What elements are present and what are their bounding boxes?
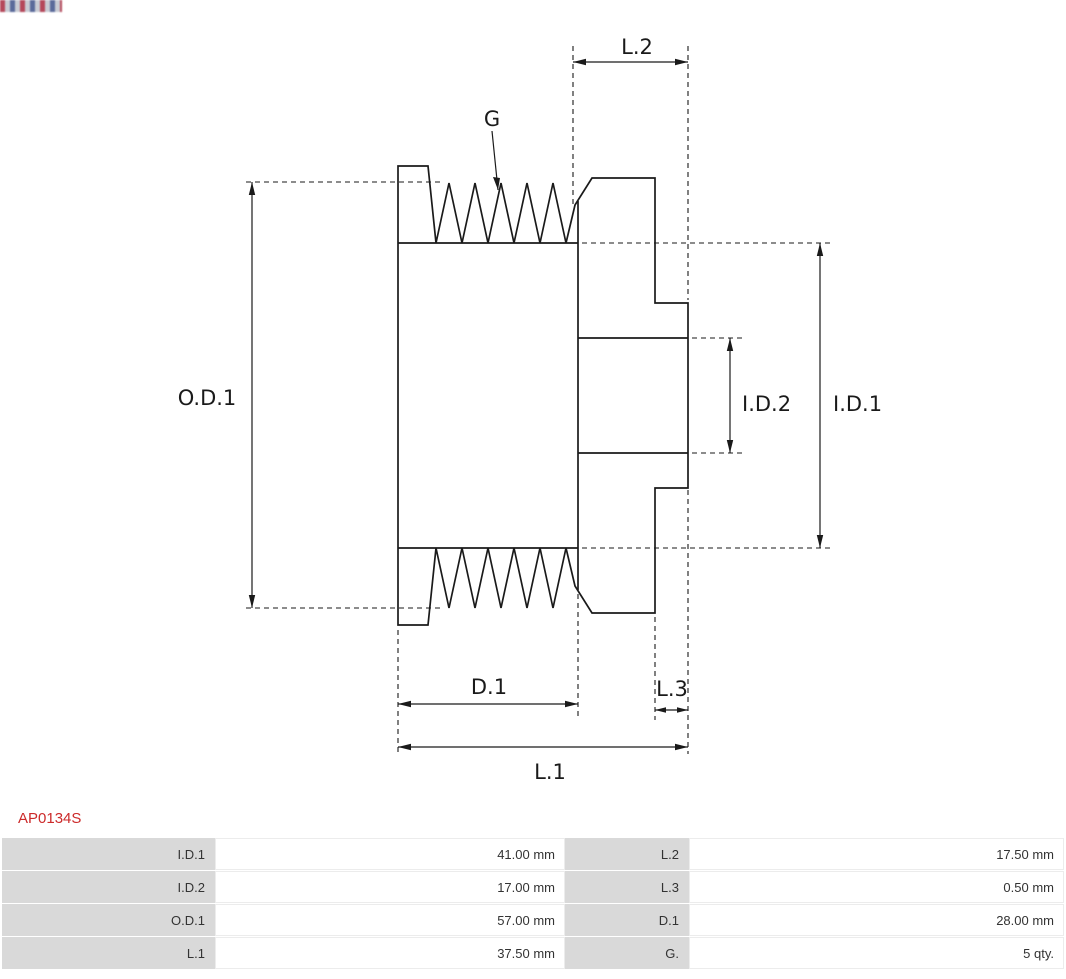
- label-l3: L.3: [656, 677, 688, 701]
- label-l2: L.2: [621, 35, 653, 59]
- spec-label: L.3: [565, 871, 689, 903]
- spec-value: 0.50 mm: [689, 871, 1064, 903]
- spec-value: 37.50 mm: [215, 937, 565, 969]
- spec-label: D.1: [565, 904, 689, 936]
- spec-label: O.D.1: [2, 904, 215, 936]
- spec-value: 17.00 mm: [215, 871, 565, 903]
- pulley-outline: [397, 165, 689, 626]
- part-number: AP0134S: [18, 810, 82, 827]
- spec-value: 57.00 mm: [215, 904, 565, 936]
- spec-label: I.D.1: [2, 838, 215, 870]
- spec-value: 5 qty.: [689, 937, 1064, 969]
- label-id1: I.D.1: [833, 392, 882, 416]
- label-g: G: [484, 107, 500, 131]
- spec-label: L.2: [565, 838, 689, 870]
- label-d1: D.1: [471, 675, 507, 699]
- technical-drawing-area: L.2 G O.D.1 I.D.2 I.D.1 D.1 L.3 L.1: [178, 35, 882, 784]
- label-od1: O.D.1: [178, 386, 237, 410]
- label-id2: I.D.2: [742, 392, 791, 416]
- pulley-drawing: L.2 G O.D.1 I.D.2 I.D.1 D.1 L.3 L.1: [178, 35, 882, 784]
- spec-label: L.1: [2, 937, 215, 969]
- spec-label: G.: [565, 937, 689, 969]
- spec-value: 28.00 mm: [689, 904, 1064, 936]
- brand-logo: [0, 0, 62, 12]
- label-l1: L.1: [534, 760, 566, 784]
- spec-value: 17.50 mm: [689, 838, 1064, 870]
- spec-table: I.D.1 41.00 mm L.2 17.50 mm I.D.2 17.00 …: [2, 838, 1064, 969]
- spec-label: I.D.2: [2, 871, 215, 903]
- spec-value: 41.00 mm: [215, 838, 565, 870]
